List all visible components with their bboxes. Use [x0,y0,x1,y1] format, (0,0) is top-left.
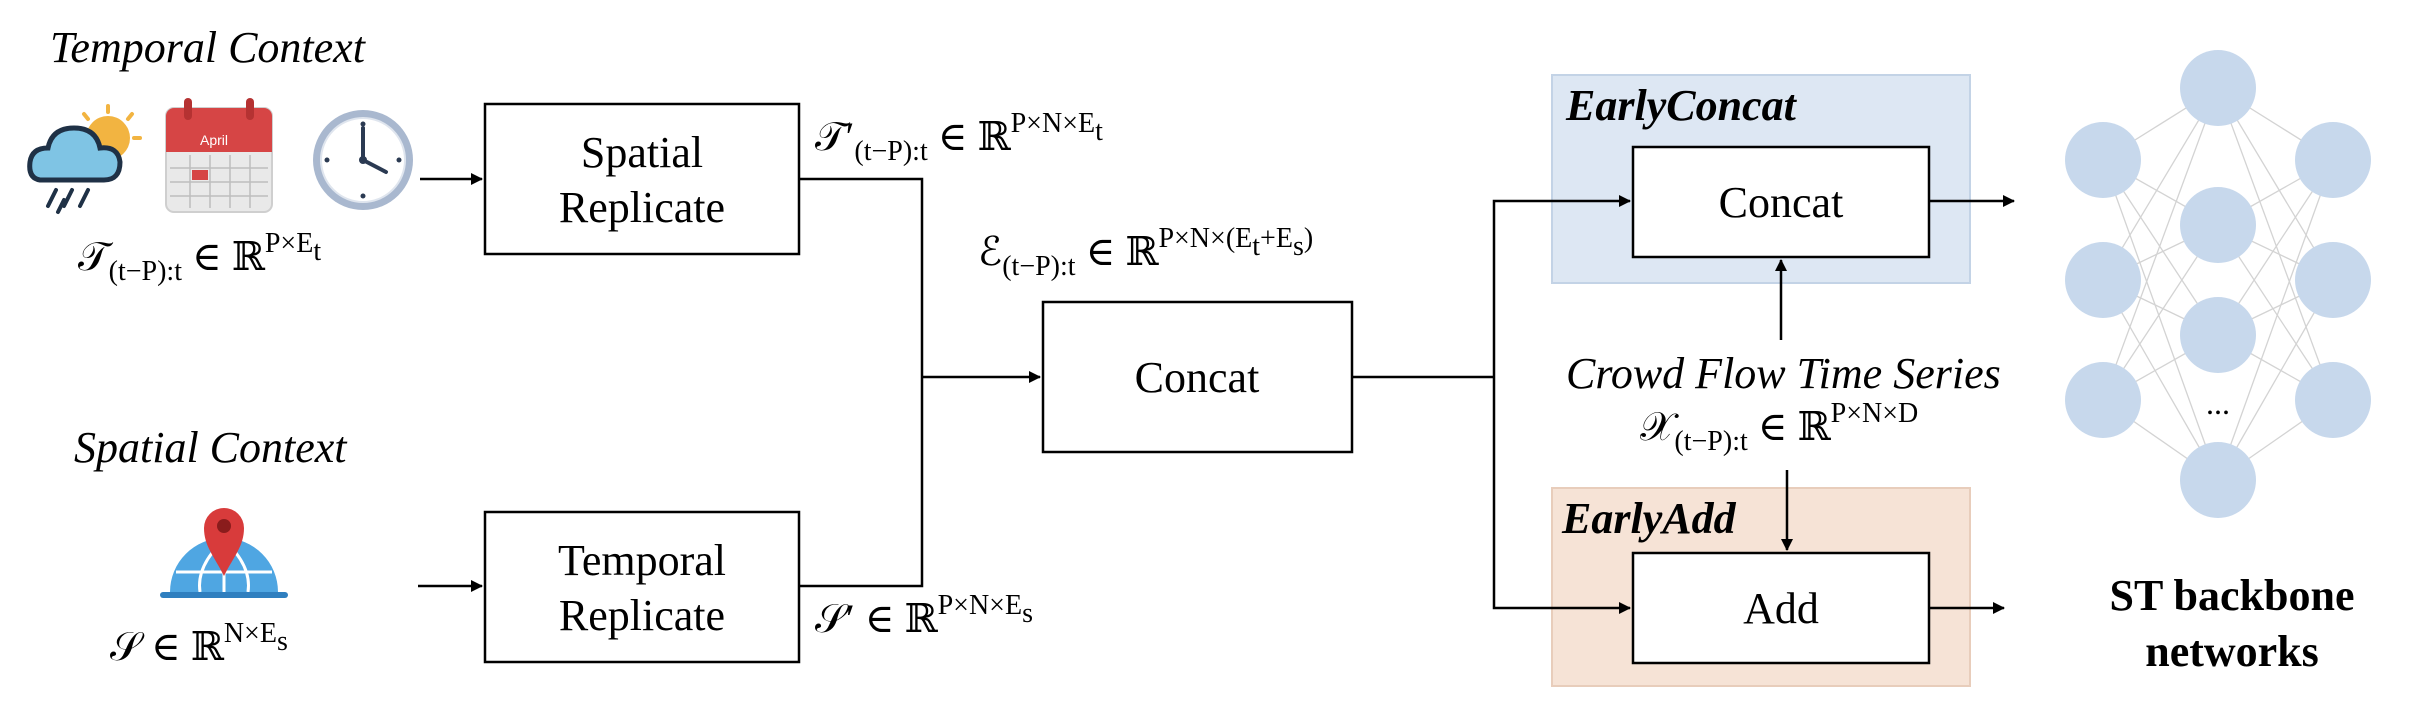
calendar-icon: April [165,98,273,213]
network-ellipsis: ... [2206,385,2230,421]
network-edge [2217,87,2334,401]
network-nodes [2065,50,2371,518]
network-edge [2102,279,2219,481]
add-box: Add [1631,551,1931,665]
network-node [2295,362,2371,438]
concat-early-box: Concat [1631,145,1931,259]
network-node [2180,187,2256,263]
early-concat-title: EarlyConcat [1565,81,1798,130]
network-node [2180,50,2256,126]
line-spatial-replicate-out [799,177,924,377]
crowd-flow-label: Crowd Flow Time Series [1566,349,2001,398]
network-node [2180,442,2256,518]
network-node [2065,242,2141,318]
network-node [2295,242,2371,318]
network-edge [2217,279,2334,481]
temporal-context-math: 𝒯(t−P):t ∈ ℝP×Et [78,228,321,287]
concat-output-math: ℰ(t−P):t ∈ ℝP×N×(Et+Es) [978,223,1313,282]
line-temporal-replicate-out [799,377,924,588]
st-backbone-network: ... [2065,50,2371,518]
calendar-month-label: April [200,132,228,148]
temporal-replicate-box: Temporal Replicate [483,510,801,664]
clock-icon [313,110,413,210]
temporal-replicate-output-math: 𝒮′ ∈ ℝP×N×Es [815,590,1033,641]
spatial-context-math: 𝒮 ∈ ℝN×Es [110,618,288,669]
spatial-replicate-output-math: 𝒯′(t−P):t ∈ ℝP×N×Et [815,108,1103,167]
spatial-replicate-box: Spatial Replicate [483,102,801,256]
network-caption-line2: networks [2145,627,2319,676]
network-node [2295,122,2371,198]
network-node [2065,122,2141,198]
network-edge [2217,159,2334,481]
globe-pin-icon [160,508,288,598]
concat-center-label: Concat [1135,353,1260,402]
network-caption-line1: ST backbone [2110,571,2355,620]
network-node [2180,297,2256,373]
arrow-to-early-add [1492,377,1631,614]
concat-center-box: Concat [1041,300,1354,454]
crowd-flow-math: 𝒳(t−P):t ∈ ℝP×N×D [1640,398,1918,457]
network-node [2065,362,2141,438]
temporal-context-title: Temporal Context [50,23,367,72]
spatial-replicate-line1: Spatial [581,128,703,177]
spatial-context-title: Spatial Context [74,423,348,472]
temporal-replicate-line1: Temporal [558,536,726,585]
concat-early-label: Concat [1719,178,1844,227]
early-add-title: EarlyAdd [1561,494,1737,543]
arrow-to-early-concat [1492,195,1631,377]
weather-icon [27,104,142,214]
temporal-replicate-line2: Replicate [559,591,725,640]
add-label: Add [1743,584,1819,633]
spatial-replicate-line2: Replicate [559,183,725,232]
connectors [418,173,2015,614]
network-edge [2102,159,2219,481]
network-edge [2102,87,2219,401]
